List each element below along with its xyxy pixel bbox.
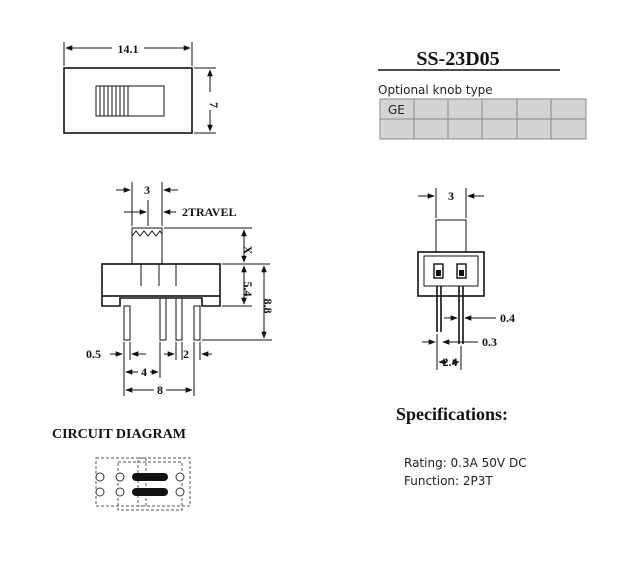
knob-table-title: Optional knob type	[378, 83, 493, 97]
side-view: 3 0.4 0.3 2.4	[417, 188, 515, 370]
front-dim-4: 4	[141, 365, 147, 379]
front-dim-8-8: 8.8	[261, 299, 275, 314]
front-view: 3 2TRAVEL X 5.4 8.8 0.5 2	[86, 182, 275, 397]
front-dim-2: 2	[183, 347, 189, 361]
knob-cell-0: GE	[388, 103, 405, 117]
front-dim-3: 3	[144, 183, 150, 197]
side-actuator	[435, 219, 467, 253]
circuit-diagram	[95, 457, 191, 511]
specs-title: Specifications:	[396, 404, 508, 424]
top-view-knob	[95, 85, 165, 117]
circuit-title: CIRCUIT DIAGRAM	[52, 427, 186, 442]
front-travel-label: 2TRAVEL	[182, 205, 236, 219]
front-body	[101, 263, 221, 297]
front-dim-8: 8	[157, 383, 163, 397]
side-dim-0-4: 0.4	[500, 311, 515, 325]
top-view: 14.1 7	[63, 42, 221, 134]
front-dim-x: X	[241, 246, 255, 255]
side-dim-2-4: 2.4	[443, 355, 458, 369]
side-dim-3: 3	[448, 189, 454, 203]
model-number: SS-23D05	[416, 48, 499, 70]
side-body	[417, 251, 485, 297]
knob-table: GE	[379, 98, 587, 140]
top-view-body	[63, 67, 193, 134]
top-width-label: 14.1	[118, 42, 139, 56]
spec-rating: Rating: 0.3A 50V DC	[404, 456, 527, 470]
top-height-label: 7	[207, 102, 221, 108]
front-dim-0-5: 0.5	[86, 347, 101, 361]
front-dim-5-4: 5.4	[241, 282, 255, 297]
spec-function: Function: 2P3T	[404, 474, 493, 488]
side-dim-0-3: 0.3	[482, 335, 497, 349]
